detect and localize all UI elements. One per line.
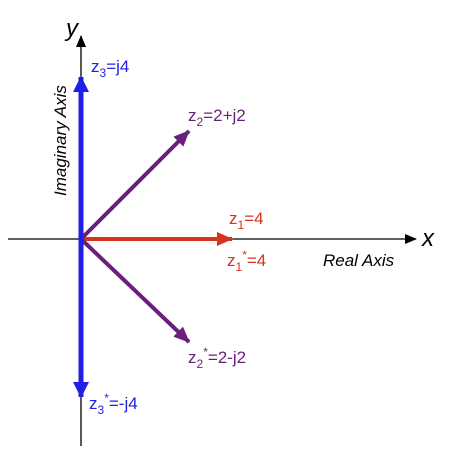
label-z1-conj-sub: 1 [236, 260, 243, 274]
y-axis-symbol: y [64, 15, 80, 42]
label-z1-conj-rest: =4 [247, 251, 266, 270]
label-z3-rest: =j4 [106, 57, 129, 76]
label-z3-conj-rest: =-j4 [109, 394, 138, 413]
label-z1-rest: =4 [244, 209, 263, 228]
label-z1-conjugate: z1*=4 [227, 248, 266, 274]
label-z2-conj-sup: * [203, 345, 208, 359]
label-z2-sub: 2 [197, 115, 204, 129]
vector-z2-conjugate [79, 237, 191, 344]
label-z2-conjugate: z2*=2-j2 [188, 345, 246, 371]
label-z2-conj-base: z [188, 348, 197, 367]
label-z3-conjugate: z3*=-j4 [89, 391, 138, 417]
label-z2: z2=2+j2 [188, 106, 246, 129]
vector-z2 [79, 129, 191, 241]
label-z1-conj-base: z [227, 251, 236, 270]
label-z1-conj-sup: * [242, 248, 247, 262]
label-z2-conj-rest: =2-j2 [208, 348, 246, 367]
label-z3-base: z [91, 57, 100, 76]
imaginary-axis-label: Imaginary Axis [51, 85, 70, 196]
label-z2-conj-sub: 2 [197, 357, 204, 371]
label-z3-conj-base: z [89, 394, 98, 413]
label-z2-rest: =2+j2 [203, 106, 246, 125]
x-axis-symbol: x [421, 225, 435, 252]
label-z1: z1=4 [229, 209, 264, 232]
real-axis-label: Real Axis [323, 251, 395, 270]
label-z3: z3=j4 [91, 57, 129, 80]
label-z1-base: z [229, 209, 238, 228]
label-z3-sub: 3 [100, 66, 107, 80]
label-z2-base: z [188, 106, 197, 125]
label-z3-conj-sup: * [104, 391, 109, 405]
label-z1-sub: 1 [238, 218, 245, 232]
label-z3-conj-sub: 3 [98, 403, 105, 417]
